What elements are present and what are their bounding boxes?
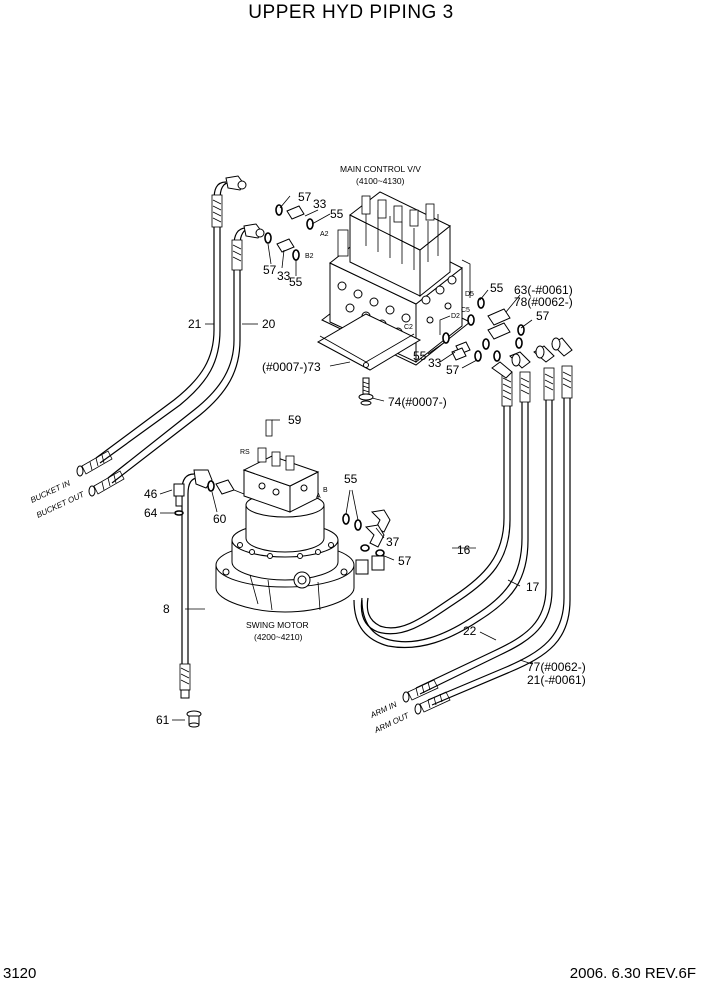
fitting-60: [207, 479, 245, 495]
callout-16: 16: [457, 543, 471, 557]
callout-labels: 57 33 55 57 33 55 21 20 55 63(-#0061) 78…: [144, 190, 586, 727]
callout-55: 55: [289, 275, 303, 289]
port-b2-label: B2: [305, 253, 314, 260]
swing-motor-range: (4200~4210): [254, 632, 303, 642]
elbow-fittings-top: [225, 175, 265, 239]
callout-55: 55: [490, 281, 504, 295]
main-control-valve-range: (4100~4130): [356, 176, 405, 186]
swing-motor-label: SWING MOTOR: [246, 620, 309, 630]
port-rs-label: RS: [240, 449, 250, 456]
bolt-74: [358, 377, 374, 406]
plug-61: [186, 710, 202, 728]
callout-33: 33: [313, 197, 327, 211]
port-c2-label: C2: [404, 324, 413, 331]
callout-37: 37: [386, 535, 400, 549]
hose-16: [360, 361, 513, 635]
callout-77: 77(#0062-): [527, 660, 586, 674]
revision-date: 2006. 6.30 REV.6F: [569, 965, 696, 982]
hose-8: [179, 469, 213, 699]
callout-73: (#0007-)73: [262, 360, 321, 374]
callout-61: 61: [156, 713, 170, 727]
fitting-46-64: [173, 483, 185, 516]
port-d5-label: D5: [465, 291, 474, 298]
bucket-end-fittings: [76, 450, 125, 497]
port-c5-label: C5: [461, 307, 470, 314]
main-control-valve-label: MAIN CONTROL V/V: [340, 164, 421, 174]
hose-77: [427, 337, 573, 706]
callout-33: 33: [428, 356, 442, 370]
callout-22: 22: [463, 624, 477, 638]
callout-55: 55: [413, 349, 427, 363]
callout-33: 33: [277, 269, 291, 283]
port-b-label: B: [323, 487, 328, 494]
hose-21: [95, 181, 233, 464]
callout-57: 57: [298, 190, 312, 204]
port-a-label: A: [316, 493, 321, 500]
mounting-plate-73: [316, 313, 422, 371]
leader-lines: [159, 195, 533, 721]
port-d2-label: D2: [451, 313, 460, 320]
callout-57: 57: [446, 363, 460, 377]
callout-17: 17: [526, 580, 540, 594]
hose-17: [353, 351, 531, 649]
page-title: UPPER HYD PIPING 3: [248, 2, 454, 23]
callout-55: 55: [330, 207, 344, 221]
callout-20: 20: [262, 317, 276, 331]
callout-63: 63(-#0061): [514, 283, 573, 297]
callout-78: 78(#0062-): [514, 295, 573, 309]
fittings-group-right: [442, 297, 525, 362]
port-a2-label: A2: [320, 231, 329, 238]
hose-22: [415, 345, 555, 695]
callout-8: 8: [163, 602, 170, 616]
callout-21: 21(-#0061): [527, 673, 586, 687]
callout-74: 74(#0007-): [388, 395, 447, 409]
callout-60: 60: [213, 512, 227, 526]
swing-motor-valve-block: [242, 419, 320, 513]
fittings-group-swing: [342, 509, 391, 575]
callout-57: 57: [398, 554, 412, 568]
callout-21: 21: [188, 317, 202, 331]
callout-59: 59: [288, 413, 302, 427]
callout-64: 64: [144, 506, 158, 520]
hose-20: [107, 227, 253, 484]
swing-motor: [215, 492, 355, 613]
arm-end-fittings: [402, 679, 451, 715]
callout-46: 46: [144, 487, 158, 501]
fittings-group-left: [264, 204, 314, 261]
callout-57: 57: [263, 263, 277, 277]
callout-57: 57: [536, 309, 550, 323]
page-number: 3120: [3, 965, 37, 982]
callout-55: 55: [344, 472, 358, 486]
